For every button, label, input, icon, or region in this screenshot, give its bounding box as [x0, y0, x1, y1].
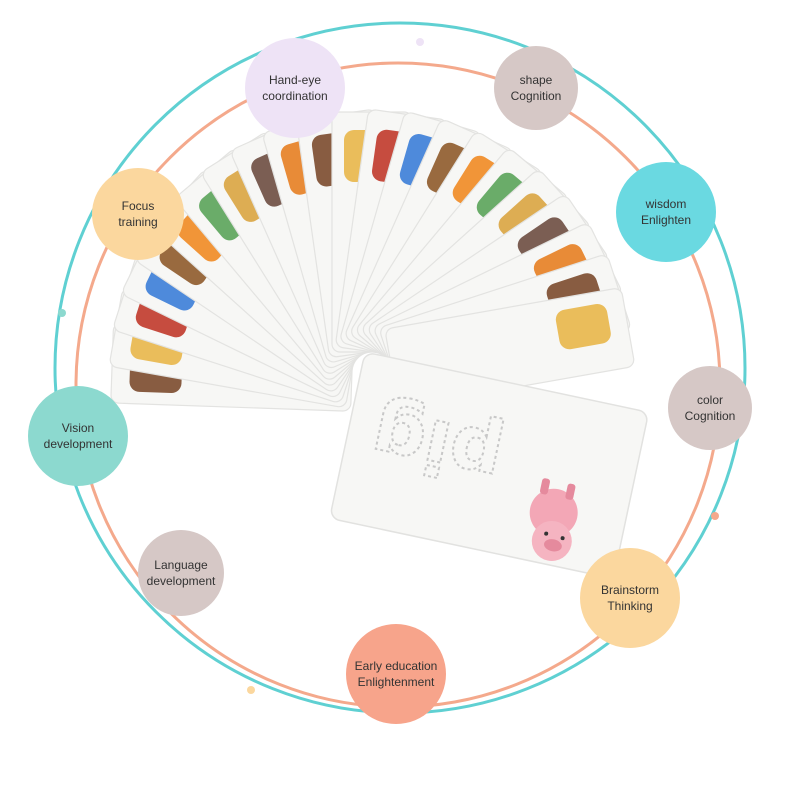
ring-dot — [58, 309, 66, 317]
bubble-label: Early education Enlightenment — [354, 659, 438, 689]
bubble-label: Vision development — [43, 421, 113, 451]
pig-illustration — [529, 478, 578, 561]
ring-dot — [711, 512, 719, 520]
bubble-color-cognition: color Cognition — [668, 366, 752, 450]
ring-dot — [416, 38, 424, 46]
bubble-label: shape Cognition — [510, 73, 562, 103]
pig-eye — [560, 536, 565, 541]
bubble-hand-eye-coordination: Hand-eye coordination — [245, 38, 345, 138]
bubble-label: Language development — [146, 558, 216, 588]
bubble-vision-development: Vision development — [28, 386, 128, 486]
bubble-label: Brainstorm Thinking — [600, 583, 659, 613]
bubble-brainstorm-thinking: Brainstorm Thinking — [580, 548, 680, 648]
front-flashcard: pig — [330, 353, 648, 578]
flashcard-fan — [109, 109, 635, 412]
bubble-label: color Cognition — [684, 393, 736, 423]
fan-card-picture — [555, 303, 611, 350]
bubble-label: Hand-eye coordination — [262, 73, 328, 103]
pig-eye — [544, 531, 549, 536]
ring-dot — [247, 686, 255, 694]
pig-leg — [565, 483, 576, 500]
bubble-language-development: Language development — [138, 530, 224, 616]
bubble-wisdom-enlighten: wisdom Enlighten — [616, 162, 716, 262]
bubble-shape-cognition: shape Cognition — [494, 46, 578, 130]
pig-leg — [539, 478, 551, 495]
bubble-early-education-enlightenment: Early education Enlightenment — [346, 624, 446, 724]
bubble-focus-training: Focus training — [92, 168, 184, 260]
bubble-label: wisdom Enlighten — [640, 197, 692, 227]
bubble-label: Focus training — [118, 199, 158, 229]
pig-snout — [544, 539, 562, 552]
